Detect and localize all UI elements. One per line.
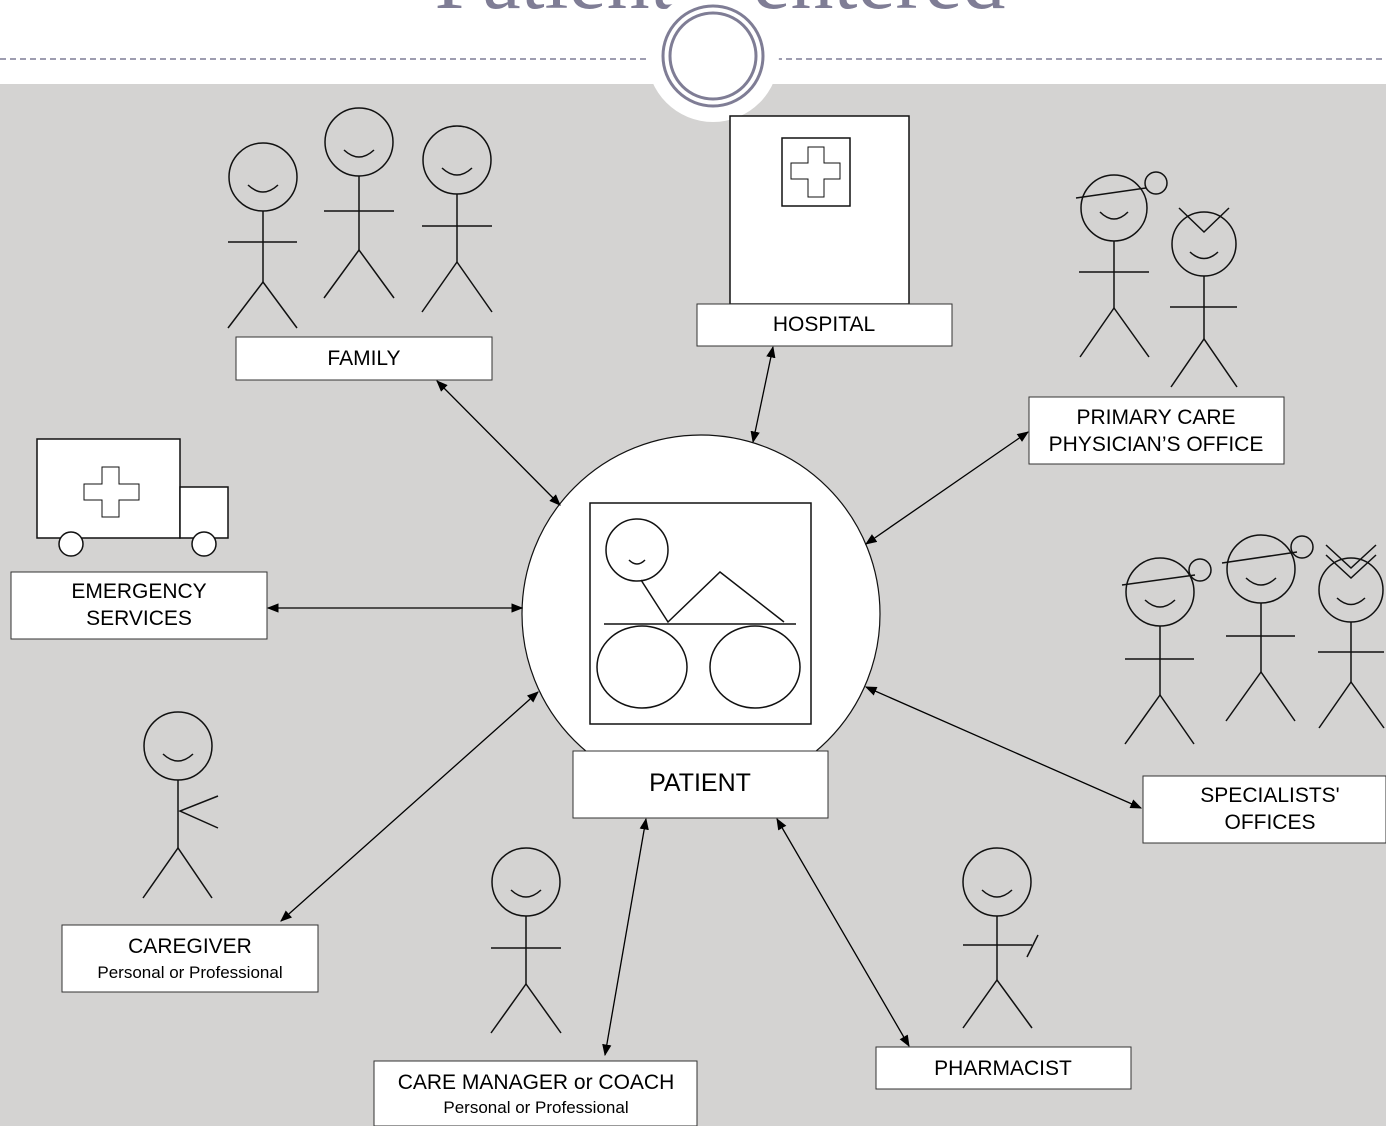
hospital-label: HOSPITAL — [773, 313, 875, 336]
care-manager-figure-icon — [490, 847, 562, 1034]
arrow-care-manager — [602, 817, 649, 1057]
node-patient: PATIENT — [572, 750, 829, 819]
primary-care-label-line2: PHYSICIAN’S OFFICE — [1049, 433, 1264, 456]
node-emergency: EMERGENCY SERVICES — [10, 571, 268, 640]
arrow-caregiver — [280, 691, 539, 922]
specialists-label-line1: SPECIALISTS' — [1200, 784, 1339, 807]
emergency-label-line2: SERVICES — [86, 607, 192, 630]
pharmacist-label: PHARMACIST — [934, 1057, 1072, 1080]
pharmacist-figure-icon — [962, 847, 1039, 1029]
arrow-specialists — [864, 686, 1143, 809]
care-manager-label-line1: CARE MANAGER or COACH — [398, 1071, 675, 1094]
circle-badge-icon — [647, 0, 779, 122]
emergency-label-line1: EMERGENCY — [71, 580, 206, 603]
caregiver-label-line1: CAREGIVER — [128, 935, 252, 958]
node-hospital: HOSPITAL — [696, 303, 953, 347]
connector-arrows — [266, 345, 1143, 1057]
ambulance-icon — [36, 438, 229, 557]
primary-care-label-line1: PRIMARY CARE — [1076, 406, 1235, 429]
node-family: FAMILY — [235, 336, 493, 381]
caregiver-figure-icon — [142, 711, 219, 899]
family-stick-figures-icon — [227, 107, 493, 329]
care-manager-label-line2: Personal or Professional — [443, 1098, 628, 1117]
node-specialists: SPECIALISTS' OFFICES — [1142, 775, 1386, 844]
node-pharmacist: PHARMACIST — [875, 1046, 1132, 1090]
family-label: FAMILY — [327, 347, 400, 370]
arrow-family — [436, 380, 561, 506]
patient-circle — [521, 434, 881, 794]
patient-in-bed-icon — [589, 502, 812, 725]
node-primary-care: PRIMARY CARE PHYSICIAN’S OFFICE — [1028, 396, 1285, 465]
specialists-label-line2: OFFICES — [1224, 811, 1315, 834]
doctor-nurse-figures-icon — [1075, 171, 1238, 388]
arrow-primary-care — [865, 431, 1029, 545]
caregiver-label-line2: Personal or Professional — [97, 963, 282, 982]
arrow-pharmacist — [776, 817, 910, 1048]
node-caregiver: CAREGIVER Personal or Professional — [61, 924, 319, 993]
arrow-hospital — [750, 345, 776, 444]
patient-label: PATIENT — [649, 769, 751, 797]
specialists-figures-icon — [1121, 534, 1385, 745]
node-care-manager: CARE MANAGER or COACH Personal or Profes… — [373, 1060, 698, 1126]
hospital-building-icon — [729, 115, 910, 305]
